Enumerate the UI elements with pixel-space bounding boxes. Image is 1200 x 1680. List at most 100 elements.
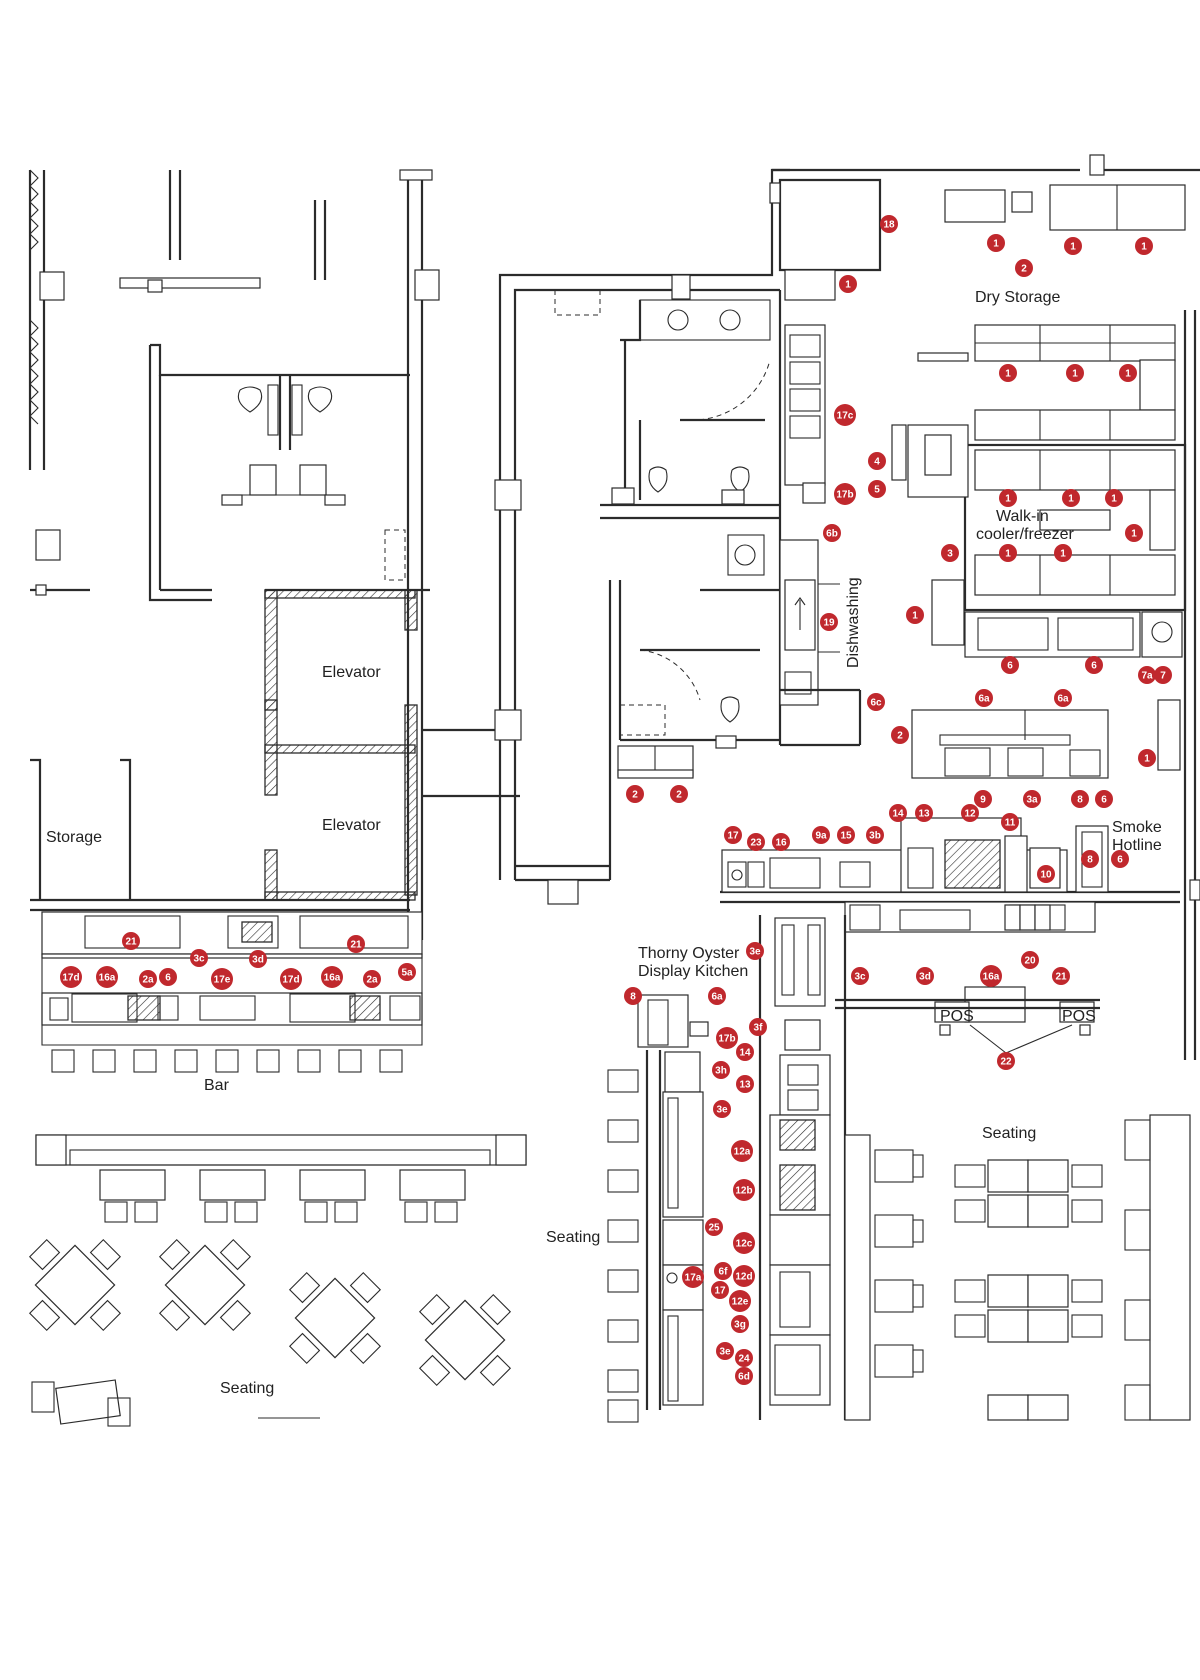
svg-text:1: 1: [1144, 754, 1150, 765]
equipment-tag: 2: [670, 785, 688, 803]
svg-text:2: 2: [676, 790, 682, 801]
leader-line: [1005, 1024, 1073, 1054]
equipment-tag: 2: [1015, 259, 1033, 277]
equipment-tag: 16a: [321, 966, 343, 988]
equipment-tag: 19: [820, 613, 838, 631]
equipment-tag: 12c: [733, 1232, 755, 1254]
svg-text:12: 12: [964, 809, 976, 820]
svg-text:6a: 6a: [1057, 694, 1069, 705]
equipment-tag: 18: [880, 215, 898, 233]
equipment-tag: 2a: [363, 970, 381, 988]
equipment-tag: 1: [1054, 544, 1072, 562]
seating-furniture: [28, 1069, 1191, 1427]
svg-text:8: 8: [630, 992, 636, 1003]
equipment-tag: 3b: [866, 826, 884, 844]
svg-text:1: 1: [1111, 494, 1117, 505]
equipment-tag: 24: [735, 1349, 753, 1367]
svg-text:13: 13: [918, 809, 930, 820]
equipment-tag: 1: [1125, 524, 1143, 542]
svg-text:16a: 16a: [99, 973, 116, 984]
equipment-tag: 6a: [975, 689, 993, 707]
svg-text:6: 6: [1007, 661, 1013, 672]
equipment-tag: 2a: [139, 970, 157, 988]
room-labels: Dry Storage Walk-in cooler/freezer Dishw…: [46, 289, 1162, 1397]
equipment-tag: 6c: [867, 693, 885, 711]
svg-text:12b: 12b: [735, 1186, 752, 1197]
equipment-tag: 17c: [834, 404, 856, 426]
equipment-tag: 1: [839, 275, 857, 293]
svg-text:6c: 6c: [870, 698, 882, 709]
svg-text:21: 21: [1055, 972, 1067, 983]
svg-text:1: 1: [845, 280, 851, 291]
equipment-tag: 17b: [834, 483, 856, 505]
equipment-tag: 8: [1071, 790, 1089, 808]
equipment-tag: 6: [159, 968, 177, 986]
svg-text:10: 10: [1040, 870, 1052, 881]
equipment-tag: 3c: [851, 967, 869, 985]
svg-text:3a: 3a: [1026, 795, 1038, 806]
bar-area: [41, 911, 423, 1073]
svg-text:6: 6: [165, 973, 171, 984]
svg-text:3c: 3c: [854, 972, 866, 983]
pos-label-left: POS: [940, 1008, 974, 1025]
kitchen-walls: [617, 154, 1200, 1420]
svg-text:17a: 17a: [685, 1273, 702, 1284]
equipment-tag: 1: [906, 606, 924, 624]
svg-text:19: 19: [823, 618, 835, 629]
svg-text:3e: 3e: [716, 1105, 728, 1116]
equipment-tag: 6a: [1054, 689, 1072, 707]
svg-text:25: 25: [708, 1223, 720, 1234]
svg-text:16: 16: [775, 838, 787, 849]
svg-text:20: 20: [1024, 956, 1036, 967]
equipment-tag: 8: [1081, 850, 1099, 868]
svg-text:1: 1: [1070, 242, 1076, 253]
display-kitchen-label-line1: Thorny Oyster: [638, 945, 740, 962]
svg-text:2: 2: [1021, 264, 1027, 275]
equipment-tag: 6: [1085, 656, 1103, 674]
left-wing-walls: [28, 169, 520, 940]
storage-label: Storage: [46, 829, 102, 846]
equipment-tag: 3: [941, 544, 959, 562]
equipment-tag: 12: [961, 804, 979, 822]
svg-text:17d: 17d: [62, 973, 79, 984]
svg-text:9: 9: [980, 795, 986, 806]
svg-text:1: 1: [1072, 369, 1078, 380]
equipment-tag: 6: [1111, 850, 1129, 868]
svg-text:3g: 3g: [734, 1320, 746, 1331]
equipment-tag: 7a: [1138, 666, 1156, 684]
equipment-tag: 2: [626, 785, 644, 803]
equipment-tag: 6b: [823, 524, 841, 542]
equipment-tag: 2: [891, 726, 909, 744]
svg-text:17d: 17d: [282, 975, 299, 986]
svg-text:2a: 2a: [142, 975, 154, 986]
svg-text:5: 5: [874, 485, 880, 496]
svg-text:14: 14: [739, 1048, 751, 1059]
equipment-tag: 21: [122, 932, 140, 950]
leader-line: [969, 1024, 1007, 1054]
svg-text:17: 17: [727, 831, 739, 842]
equipment-tag: 3f: [749, 1018, 767, 1036]
svg-text:3: 3: [947, 549, 953, 560]
seating-label-center: Seating: [546, 1229, 600, 1246]
equipment-tag: 6a: [708, 987, 726, 1005]
svg-text:1: 1: [1068, 494, 1074, 505]
equipment-tag: 14: [736, 1043, 754, 1061]
equipment-tag: 3e: [746, 942, 764, 960]
equipment-tag: 17e: [211, 968, 233, 990]
equipment-tag: 3d: [916, 967, 934, 985]
equipment-tag: 6f: [714, 1262, 732, 1280]
svg-text:17: 17: [714, 1286, 726, 1297]
equipment-tag: 1: [1138, 749, 1156, 767]
equipment-tag: 22: [997, 1052, 1015, 1070]
walkin-label-line1: Walk-in: [996, 508, 1049, 525]
svg-text:2: 2: [897, 731, 903, 742]
dishwashing-label: Dishwashing: [845, 577, 862, 668]
equipment-tag: 5a: [398, 963, 416, 981]
equipment-tag: 17: [711, 1281, 729, 1299]
equipment-tag: 4: [868, 452, 886, 470]
svg-text:1: 1: [1125, 369, 1131, 380]
equipment-tag: 12e: [729, 1290, 751, 1312]
svg-text:3c: 3c: [193, 954, 205, 965]
equipment-tag: 6: [1095, 790, 1113, 808]
